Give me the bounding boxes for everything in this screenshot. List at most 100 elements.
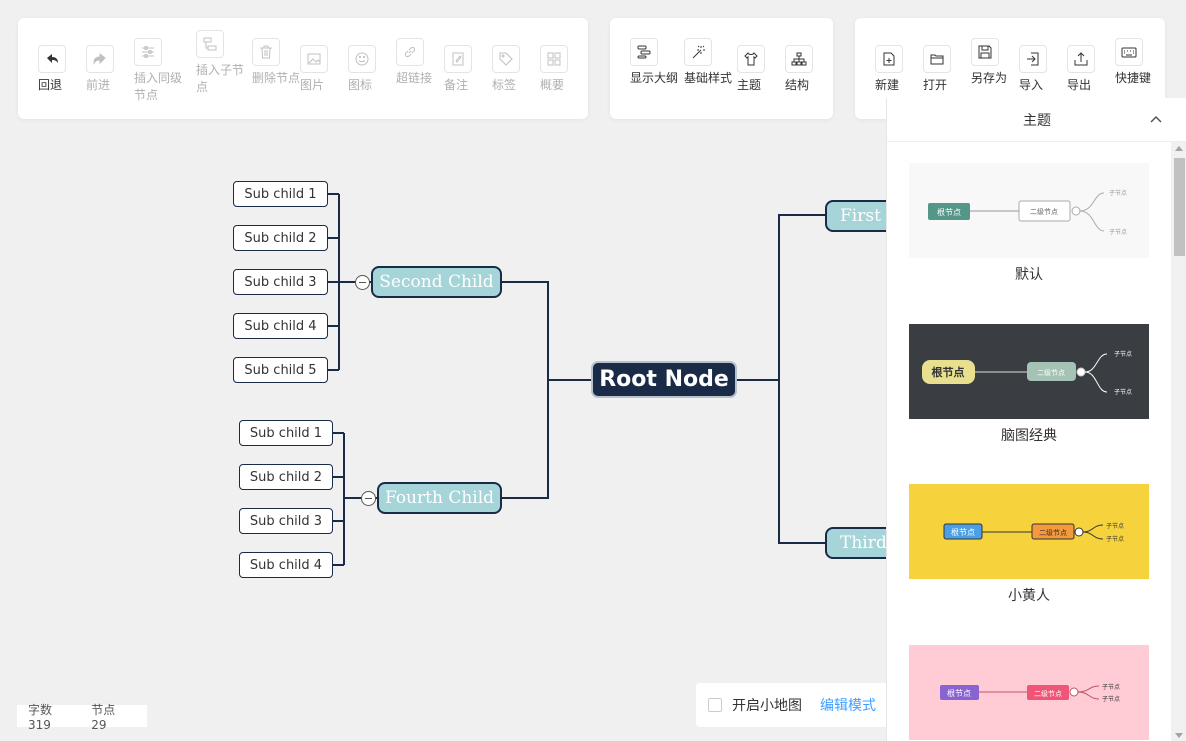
theme-name: 脑图经典	[1001, 428, 1057, 444]
toolbar_left-button-9[interactable]: 标签	[492, 45, 540, 94]
preview-root	[922, 360, 975, 384]
panel-divider	[887, 141, 1186, 142]
preview-sub-label: 二级节点	[1034, 689, 1062, 698]
toolbar_right-button-1[interactable]: 打开	[923, 45, 971, 94]
toolbar_mid-button-3[interactable]: 结构	[785, 45, 833, 94]
collapse-fourth-child-button[interactable]	[361, 491, 376, 506]
collapse-second-child-button[interactable]	[355, 275, 370, 290]
toolbar_mid-button-1[interactable]: 基础样式	[684, 38, 732, 87]
node-fourth-child[interactable]: Fourth Child	[377, 482, 502, 514]
preview-leaf-label: 子节点	[1114, 350, 1132, 358]
toolbar_left-button-2[interactable]: 插入同级节点	[134, 38, 182, 104]
toolbar_left-button-4[interactable]: 删除节点	[252, 38, 300, 87]
bottom-controls: 开启小地图 编辑模式	[696, 683, 886, 727]
theme-option-default[interactable]: 根节点 二级节点 子节点 子节点 默认	[909, 163, 1149, 284]
view-toolbar: 显示大纲基础样式主题结构	[610, 18, 833, 119]
subchild-node[interactable]: Sub child 2	[233, 225, 328, 251]
toolbar-label: 另存为	[971, 71, 1008, 85]
preview-leaf-label: 子节点	[1102, 695, 1120, 703]
toolbar-label: 概要	[540, 78, 565, 92]
scroll-down-arrow-icon[interactable]	[1175, 733, 1183, 738]
subchild-node[interactable]: Sub child 5	[233, 357, 328, 383]
preview-sub	[1027, 362, 1076, 381]
scrollbar-thumb[interactable]	[1174, 158, 1185, 256]
toolbar_left-button-8[interactable]: 备注	[444, 45, 492, 94]
minimap-checkbox[interactable]	[708, 698, 722, 712]
root-node[interactable]: Root Node	[591, 361, 737, 398]
toolbar_left-button-7[interactable]: 超链接	[396, 38, 444, 87]
minimap-label[interactable]: 开启小地图	[732, 698, 802, 714]
toolbar_left-button-5[interactable]: 图片	[300, 45, 348, 94]
undo-icon	[38, 45, 66, 73]
subchild-node[interactable]: Sub child 4	[239, 552, 333, 578]
toolbar_mid-button-0[interactable]: 显示大纲	[630, 38, 678, 87]
subchild-node[interactable]: Sub child 4	[233, 313, 328, 339]
theme-option-minion[interactable]: 根节点 二级节点 子节点 子节点 小黄人	[909, 484, 1149, 605]
scrollbar-track[interactable]	[1171, 142, 1186, 741]
import-icon	[1019, 45, 1047, 73]
toolbar-label: 导出	[1067, 78, 1092, 92]
subchild-node[interactable]: Sub child 1	[239, 420, 333, 446]
toolbar_left-button-0[interactable]: 回退	[38, 45, 86, 94]
preview-root-label: 根节点	[932, 365, 965, 379]
theme-name: 小黄人	[1008, 588, 1050, 604]
new-file-icon	[875, 45, 903, 73]
mindmap-canvas[interactable]: Root Node Second Child Fourth Child Firs…	[0, 120, 886, 741]
toolbar-label: 导入	[1019, 78, 1044, 92]
toolbar-label: 标签	[492, 78, 517, 92]
theme-option-pink[interactable]: 根节点 二级节点 子节点 子节点	[909, 645, 1149, 740]
theme-option-classic[interactable]: 根节点 二级节点 子节点 子节点 脑图经典	[909, 324, 1149, 445]
subchild-node[interactable]: Sub child 3	[239, 508, 333, 534]
preview-leaf-label: 子节点	[1106, 522, 1124, 530]
theme-panel: 主题 根节点 二级节点 子节点 子节点 默认	[886, 98, 1186, 741]
preview-leaf-label: 子节点	[1114, 388, 1132, 396]
toolbar_right-button-3[interactable]: 导入	[1019, 45, 1067, 94]
edit-toolbar: 回退 前进插入同级节点插入子节点删除节点图片 图标超链接备注标签 概要	[18, 18, 588, 119]
preview-leaf-label: 子节点	[1109, 228, 1127, 236]
subchild-node[interactable]: Sub child 3	[233, 269, 328, 295]
structure-icon	[785, 45, 813, 73]
toolbar_left-button-1[interactable]: 前进	[86, 45, 134, 94]
preview-sub-label: 二级节点	[1030, 207, 1058, 216]
node-second-child[interactable]: Second Child	[371, 266, 502, 298]
outline-icon	[630, 38, 658, 66]
toolbar-label: 回退	[38, 78, 63, 92]
preview-leaf-label: 子节点	[1109, 189, 1127, 197]
collapse-panel-icon[interactable]	[1149, 112, 1163, 126]
toolbar-label: 超链接	[396, 71, 433, 85]
node-third-child[interactable]: Third Child	[825, 527, 886, 559]
insert-child-icon	[196, 30, 224, 58]
preview-root	[928, 203, 970, 220]
toolbar_right-button-2[interactable]: 另存为	[971, 38, 1019, 87]
toolbar-label: 图片	[300, 78, 325, 92]
preview-leaf-label: 子节点	[1106, 535, 1124, 543]
shirt-icon	[737, 45, 765, 73]
toolbar_right-button-0[interactable]: 新建	[875, 45, 923, 94]
theme-preview: 根节点 二级节点 子节点 子节点	[909, 163, 1149, 258]
word-count: 字数 319	[28, 702, 53, 732]
toolbar_left-button-10[interactable]: 概要	[540, 45, 588, 94]
toolbar_right-button-5[interactable]: 快捷键	[1115, 38, 1163, 87]
theme-preview-graphic: 根节点 二级节点 子节点 子节点	[909, 645, 1149, 740]
toolbar_right-button-4[interactable]: 导出	[1067, 45, 1115, 94]
preview-root-label: 根节点	[947, 688, 971, 698]
node-first-child[interactable]: First Child	[825, 200, 886, 232]
preview-sub	[1018, 200, 1071, 222]
smiley-icon	[348, 45, 376, 73]
edit-mode-link[interactable]: 编辑模式	[820, 698, 876, 714]
scroll-up-arrow-icon[interactable]	[1175, 146, 1183, 151]
subchild-node[interactable]: Sub child 1	[233, 181, 328, 207]
folder-icon	[923, 45, 951, 73]
preview-sub-label: 二级节点	[1037, 368, 1065, 377]
magic-wand-icon	[684, 38, 712, 66]
theme-preview: 根节点 二级节点 子节点 子节点	[909, 484, 1149, 579]
toolbar_mid-button-2[interactable]: 主题	[737, 45, 785, 94]
subchild-node[interactable]: Sub child 2	[239, 464, 333, 490]
toolbar_left-button-6[interactable]: 图标	[348, 45, 396, 94]
toolbar-label: 打开	[923, 78, 948, 92]
insert-sibling-icon	[134, 38, 162, 66]
save-as-icon	[971, 38, 999, 66]
toolbar_left-button-3[interactable]: 插入子节点	[196, 30, 244, 96]
theme-preview-graphic: 根节点 二级节点 子节点 子节点	[909, 324, 1149, 419]
toolbar-label: 快捷键	[1115, 71, 1152, 85]
